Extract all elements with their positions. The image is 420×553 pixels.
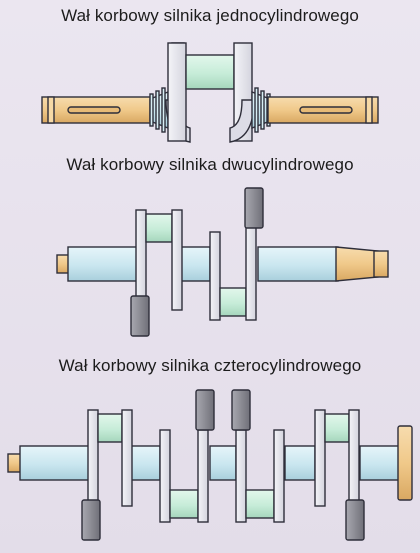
crankpin — [145, 213, 173, 243]
main-journal — [359, 445, 401, 481]
keyway-left — [67, 106, 121, 114]
counterweight — [244, 187, 264, 229]
main-journal-left — [67, 246, 139, 282]
web — [314, 409, 326, 507]
two-cylinder-crankshaft — [56, 187, 389, 337]
counterweight — [130, 295, 150, 337]
caption-single-cylinder: Wał korbowy silnika jednocylindrowego — [61, 6, 359, 25]
web — [135, 209, 147, 311]
caption-four-cylinder: Wał korbowy silnika czterocylindrowego — [58, 356, 362, 375]
web — [159, 429, 171, 523]
main-journal — [129, 445, 161, 481]
crankpin — [245, 489, 275, 519]
web — [121, 409, 133, 507]
web — [209, 231, 221, 321]
web — [171, 209, 183, 311]
single-cylinder-crankshaft — [41, 42, 379, 143]
counterweight — [231, 389, 251, 431]
main-journal — [209, 445, 237, 481]
four-cylinder-crankshaft — [7, 389, 413, 541]
web — [197, 429, 209, 523]
counterweight — [81, 499, 101, 541]
keyway-right — [299, 106, 353, 114]
counterweight — [345, 499, 365, 541]
main-journal — [284, 445, 316, 481]
web — [235, 429, 247, 523]
web — [245, 221, 257, 321]
shaft-taper-right — [335, 246, 379, 282]
crankpin — [97, 413, 123, 443]
crankpin — [219, 287, 247, 317]
caption-two-cylinder: Wał korbowy silnika dwucylindrowego — [66, 155, 354, 174]
main-journal-center — [179, 246, 211, 282]
main-journal-right — [257, 246, 339, 282]
flywheel-flange — [397, 425, 413, 501]
main-journal — [19, 445, 91, 481]
crankpin — [169, 489, 199, 519]
web — [273, 429, 285, 523]
web — [348, 409, 360, 507]
counterweight — [195, 389, 215, 431]
crankpin — [324, 413, 350, 443]
web — [87, 409, 99, 507]
crankpin — [185, 54, 235, 90]
